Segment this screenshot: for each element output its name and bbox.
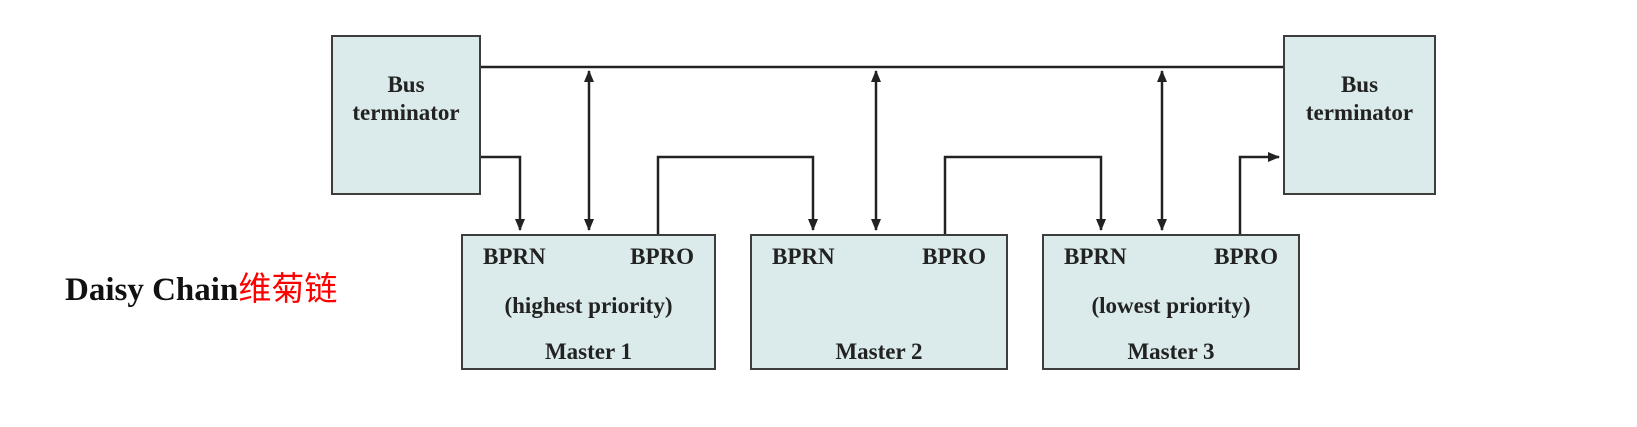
terminator-right-line2: terminator	[1305, 100, 1414, 125]
terminator-right-line1: Bus	[1340, 72, 1379, 97]
master-2-bpro-label: BPRO	[922, 244, 986, 269]
master-2-bprn-label: BPRN	[772, 244, 835, 269]
terminator-left-line2: terminator	[352, 100, 460, 125]
master-1-priority: (highest priority)	[504, 293, 673, 318]
master-3-priority: (lowest priority)	[1091, 293, 1251, 318]
master-1-name: Master 1	[544, 339, 633, 364]
master-3-bpro-label: BPRO	[1214, 244, 1278, 269]
chain-master-1-to-master-2	[656, 155, 818, 234]
master-2-name: Master 2	[835, 339, 923, 364]
master-3-name: Master 3	[1127, 339, 1215, 364]
master-1-bprn-label: BPRN	[483, 244, 546, 269]
chain-terminator-to-master-1	[481, 155, 525, 231]
master-2-box: BPRN BPRO Master 2	[750, 234, 1008, 370]
diagram-caption: Daisy Chain维菊链	[65, 262, 337, 310]
caption-highlight: 维菊链	[238, 269, 338, 308]
master-3-box: BPRN BPRO (lowest priority) Master 3	[1042, 234, 1300, 370]
master-1-bpro-label: BPRO	[630, 244, 694, 269]
chain-master-2-to-master-3	[943, 155, 1106, 234]
master-3-bprn-label: BPRN	[1064, 244, 1127, 269]
caption-text: Daisy Chain	[65, 272, 239, 308]
chain-master-3-to-terminator	[1238, 152, 1280, 234]
terminator-left-line1: Bus	[387, 72, 425, 97]
bus-terminator-right: Bus terminator	[1283, 35, 1436, 195]
bus-terminator-left: Bus terminator	[331, 35, 481, 195]
master-1-box: BPRN BPRO (highest priority) Master 1	[461, 234, 716, 370]
